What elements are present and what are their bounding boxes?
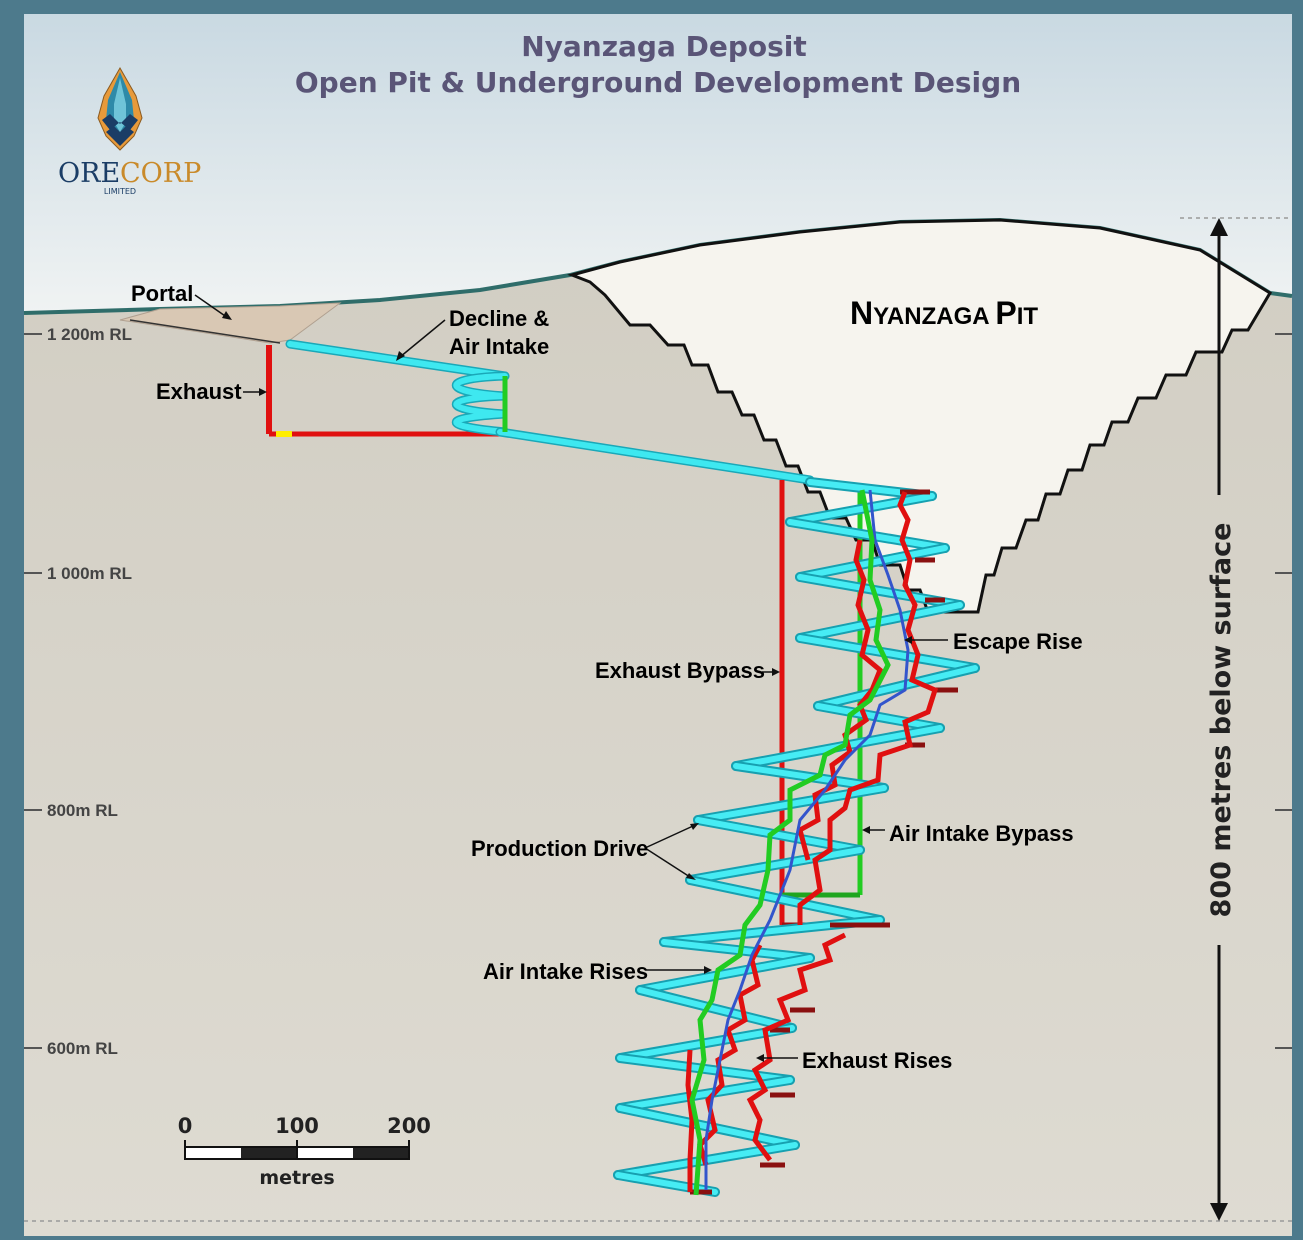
portal-cut-line	[129, 319, 281, 344]
leader-arrowheads	[222, 311, 912, 1062]
label-escape-rise: Escape Rise	[953, 629, 1083, 654]
ramp-leg	[661, 939, 813, 961]
logo-ore: ORE	[58, 158, 120, 189]
ramp-leg	[637, 987, 795, 1031]
label-exhaust: Exhaust	[156, 379, 242, 404]
label-production-drive: Production Drive	[471, 836, 648, 861]
ramp-leg	[815, 703, 943, 731]
scale-tick-0: 0	[178, 1114, 193, 1138]
rl-label-1200: 1 200m RL	[47, 325, 132, 344]
ramp-leg	[815, 665, 978, 709]
ramp-leg	[687, 847, 863, 883]
ramp-leg	[695, 817, 863, 853]
ramp-leg	[797, 635, 978, 671]
ramp-leg	[617, 1055, 793, 1083]
depth-label: 800 metres below surface	[1206, 523, 1237, 918]
title-line-2: Open Pit & Underground Development Desig…	[295, 66, 1021, 99]
label-decline-2: Air Intake	[449, 334, 549, 359]
title-line-1: Nyanzaga Deposit	[521, 30, 807, 63]
orecorp-logo: ORE CORP LIMITED	[58, 66, 201, 196]
label-exhaust-bypass: Exhaust Bypass	[595, 658, 765, 683]
rl-label-600: 600m RL	[47, 1039, 118, 1058]
sky	[24, 14, 1292, 313]
label-air-intake-rises: Air Intake Rises	[483, 959, 648, 984]
upper-exhaust	[266, 345, 500, 437]
logo-limited: LIMITED	[104, 187, 136, 196]
ramp-leg	[787, 493, 935, 525]
air-intake-bypass	[782, 485, 863, 898]
label-decline-1: Decline &	[449, 306, 549, 331]
rl-ticks	[24, 333, 1292, 1049]
scale-bar	[184, 1140, 410, 1160]
scale-tick-100: 100	[275, 1114, 319, 1138]
open-pit	[567, 218, 1273, 614]
ramp-leg	[687, 877, 883, 923]
ramp-leg	[787, 519, 948, 551]
rl-label-1000: 1 000m RL	[47, 564, 132, 583]
portal-earthworks	[119, 302, 342, 344]
depth-arrow	[1210, 218, 1228, 1221]
escape-rise	[704, 489, 910, 1190]
label-air-intake-bypass: Air Intake Bypass	[889, 821, 1074, 846]
pit-label: NYANZAGA PIT	[850, 295, 1038, 331]
scale-unit: metres	[259, 1167, 334, 1189]
rl-label-800: 800m RL	[47, 801, 118, 820]
label-exhaust-rises: Exhaust Rises	[802, 1048, 952, 1073]
label-portal: Portal	[131, 281, 193, 306]
air-intake-rises	[689, 489, 891, 1196]
logo-corp: CORP	[120, 158, 201, 189]
scale-tick-200: 200	[387, 1114, 431, 1138]
ramp-leg	[637, 955, 813, 993]
